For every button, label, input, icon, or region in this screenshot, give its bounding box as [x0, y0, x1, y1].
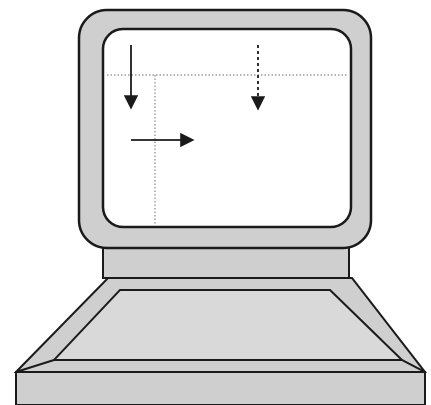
- base-front: [16, 372, 425, 405]
- screen-area: [103, 29, 351, 227]
- neck-rectangle: [103, 246, 349, 278]
- monitor-neck: [103, 246, 349, 278]
- monitor-screen: [103, 29, 351, 227]
- monitor-base: [16, 278, 425, 405]
